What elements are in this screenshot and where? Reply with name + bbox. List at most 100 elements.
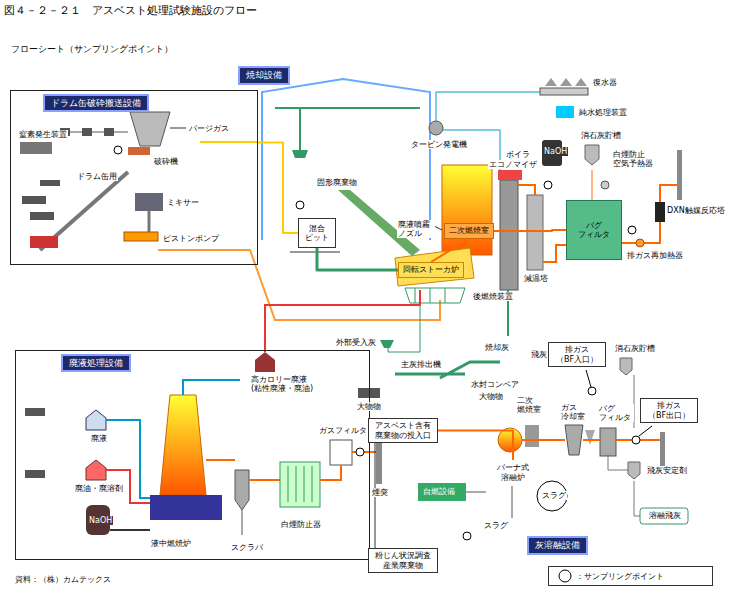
flow-line [258,143,298,234]
label-text: スラグ [541,491,567,500]
label-text: 廃油・廃溶剤 [74,484,124,493]
sampling-box: 排ガス （BF出口） [640,398,698,423]
nozzle-leader [434,226,442,230]
stack [376,440,382,484]
scrubber [235,470,249,510]
label-text: スクラバ [230,543,264,552]
label-text: 白煙防止 空気予熱器 [612,150,654,168]
node-text: 粉じん状況調査 産業廃棄物 [373,551,433,569]
sampling-box: 排ガス （BF入口） [548,342,606,367]
legend-text: ：サンプリングポイント [576,571,664,582]
ash-line [388,305,420,352]
secondary-chamber [525,425,539,447]
sampling-circle [114,146,122,154]
cooling-tower [527,195,543,270]
survey-box: 粉じん状況調査 産業廃棄物 [368,548,438,573]
sampling-circle [296,201,304,209]
rotary-kiln [395,248,474,286]
lime-line [634,375,635,428]
node-text: アスベスト含有 廃棄物の投入口 [373,421,433,439]
flow-line [438,431,513,461]
input-box: アスベスト含有 廃棄物の投入口 [368,418,438,443]
kiln-box: 回転ストーカ炉 [398,262,464,278]
boiler [500,180,518,290]
sampling-circle [588,387,596,395]
nitrogen-generator [20,142,52,154]
label-text: NaOH [543,147,568,156]
mixer-pipe [148,211,151,232]
ash-melting-equipment [418,358,688,524]
fly-ash-line [608,456,628,470]
label-text: 破砕機 [153,157,179,166]
preventer-fins [288,466,312,502]
filter-line [320,452,376,480]
furnace-label-box: 液中燃焼炉 [146,536,196,552]
sampling-circle [628,226,636,234]
fan [601,181,609,189]
label-text: ドラム缶用 [76,172,118,181]
panel-heading: ドラム缶破砕搬送設備 [43,94,149,112]
panel-heading: 廃液処理設備 [61,354,131,372]
label-text: タービン発電機 [410,140,468,149]
label-text: 外部受入灰 [335,338,377,347]
label-text: 高カロリー廃液 (粘性廃液・廃油) [250,375,324,393]
waste-liquid-equipment [25,290,420,535]
caption: 資料：（株）カムテックス [15,574,111,585]
label-text: 焼却灰 [484,343,510,352]
label-text: NaOH [88,516,113,525]
drum-crushing-equipment [20,112,440,320]
label-text: DXN触媒反応塔 [666,206,726,215]
melt-fly-ash-box [640,508,688,524]
label-text: エコノマイザ [488,160,538,169]
drum-trucks [22,180,60,220]
purge-gas-line [170,128,186,129]
gas-duct [518,185,566,262]
stabilizer-line [634,481,640,516]
ash-truck [358,388,380,398]
sampling-circle [463,532,471,540]
economizer [498,170,522,180]
turbine [429,121,443,135]
node-text: 二次燃焼室 [449,226,489,235]
secondary-chamber [442,165,492,255]
label-text: 後燃焼装置 [472,292,514,301]
label-text: 純水処理装置 [578,108,628,117]
waste-oil-tank [86,460,106,480]
label-text: 主灰排出機 [400,360,442,369]
condenser [540,88,588,95]
gas-line [206,460,280,480]
node-text: 排ガス （BF入口） [553,345,601,363]
label-text: 大物物 [478,392,504,401]
reheater [636,239,644,247]
slag-sampling-circle [537,481,567,511]
lime-silo [620,358,632,375]
gas-filter [330,440,352,465]
label-text: 飛灰安定剤 [646,466,688,475]
waste-liquid-tank [86,410,106,430]
naoh-line [110,529,150,531]
pit-floor [290,252,340,253]
mixer [135,193,163,211]
after-burner [405,288,465,303]
dxn-reactor [655,202,665,222]
label-text: 自燃設備 [422,487,456,496]
furnace-label-box: バーナ式 溶融炉 [490,460,536,485]
melting-furnace [498,428,522,452]
chamber-box: 二次燃焼室 [444,223,494,239]
lime-line [592,170,593,200]
label-text: ガスフィルタ [318,426,368,435]
label-text: 排ガス再加熱器 [626,251,684,260]
cyclone [585,430,595,445]
label-text: 復水器 [592,78,618,87]
flow-line [431,239,469,262]
section-band: 焼却設備 [238,66,290,85]
label-text: パージガス [188,124,230,133]
hopper [130,112,170,146]
green-unit [418,483,466,501]
stack [677,150,682,200]
label-text: 廃液 [90,434,108,443]
legend-box: ：サンプリングポイント [548,566,713,586]
submerged-furnace [160,395,206,495]
label-text: フローシート（サンプリングポイント） [10,44,174,54]
furnace-basin [150,495,222,520]
